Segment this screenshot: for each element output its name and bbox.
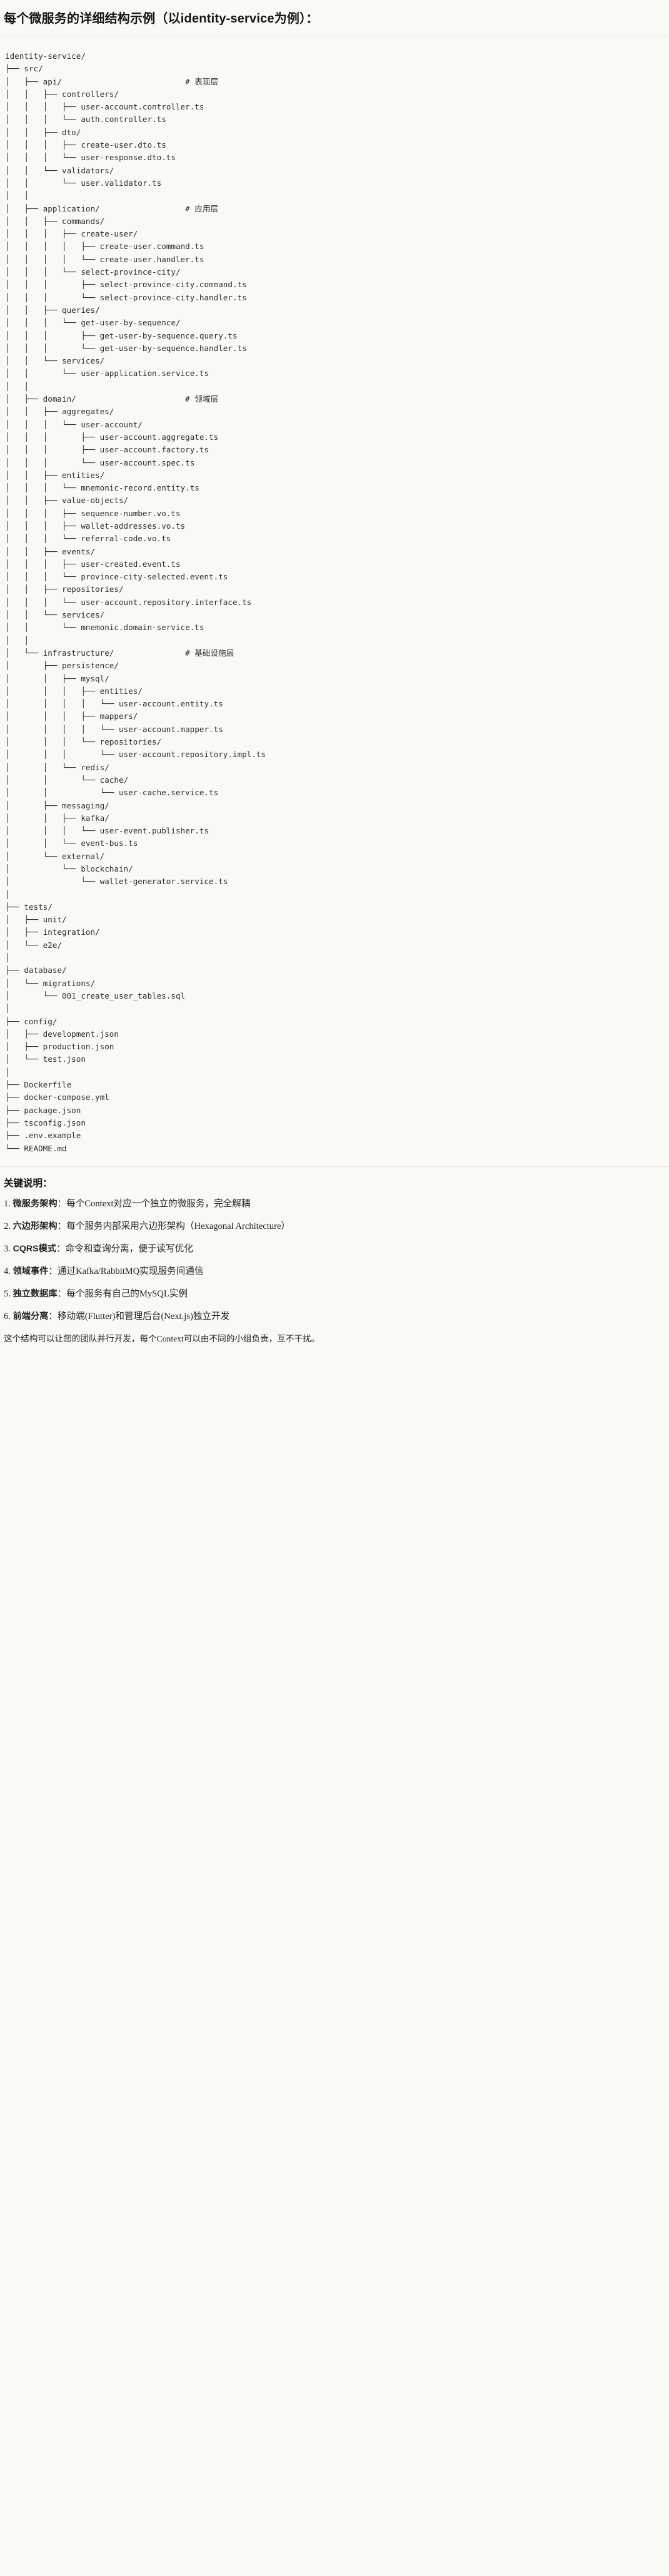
key-notes-section: 关键说明： 微服务架构：每个Context对应一个独立的微服务，完全解耦六边形架… xyxy=(0,1167,669,1350)
page-title: 每个微服务的详细结构示例（以identity-service为例）： xyxy=(4,12,319,26)
key-note-description: ：移动端(Flutter)和管理后台(Next.js)独立开发 xyxy=(48,1311,230,1321)
key-note-item: 领域事件：通过Kafka/RabbitMQ实现服务间通信 xyxy=(4,1265,660,1278)
key-note-term: 微服务架构 xyxy=(13,1198,58,1209)
key-note-term: CQRS模式 xyxy=(13,1243,56,1254)
key-note-description: ：每个Context对应一个独立的微服务，完全解耦 xyxy=(57,1198,251,1209)
notes-divider xyxy=(0,1166,669,1167)
key-note-term: 独立数据库 xyxy=(13,1288,58,1299)
key-note-description: ：每个服务有自己的MySQL实例 xyxy=(57,1288,188,1299)
key-note-item: CQRS模式：命令和查询分离，便于读写优化 xyxy=(4,1242,660,1256)
document-page: 每个微服务的详细结构示例（以identity-service为例）： ident… xyxy=(0,0,669,1350)
key-note-item: 独立数据库：每个服务有自己的MySQL实例 xyxy=(4,1287,660,1301)
key-note-item: 前端分离：移动端(Flutter)和管理后台(Next.js)独立开发 xyxy=(4,1310,660,1323)
key-note-description: ：通过Kafka/RabbitMQ实现服务间通信 xyxy=(48,1266,204,1276)
key-note-description: ：每个服务内部采用六边形架构（Hexagonal Architecture） xyxy=(57,1221,291,1231)
key-note-term: 前端分离 xyxy=(13,1311,49,1321)
key-note-term: 六边形架构 xyxy=(13,1221,58,1231)
key-note-item: 六边形架构：每个服务内部采用六边形架构（Hexagonal Architectu… xyxy=(4,1219,660,1233)
closing-statement: 这个结构可以让您的团队并行开发，每个Context可以由不同的小组负责，互不干扰… xyxy=(4,1333,320,1343)
key-note-term: 领域事件 xyxy=(13,1266,49,1276)
directory-tree: identity-service/ ├── src/ │ ├── api/ # … xyxy=(5,51,266,1153)
key-note-item: 微服务架构：每个Context对应一个独立的微服务，完全解耦 xyxy=(4,1197,660,1211)
key-notes-title: 关键说明： xyxy=(4,1178,53,1189)
key-notes-list: 微服务架构：每个Context对应一个独立的微服务，完全解耦六边形架构：每个服务… xyxy=(4,1197,660,1323)
key-note-description: ：命令和查询分离，便于读写优化 xyxy=(56,1243,193,1254)
directory-tree-block: identity-service/ ├── src/ │ ├── api/ # … xyxy=(0,36,669,1166)
